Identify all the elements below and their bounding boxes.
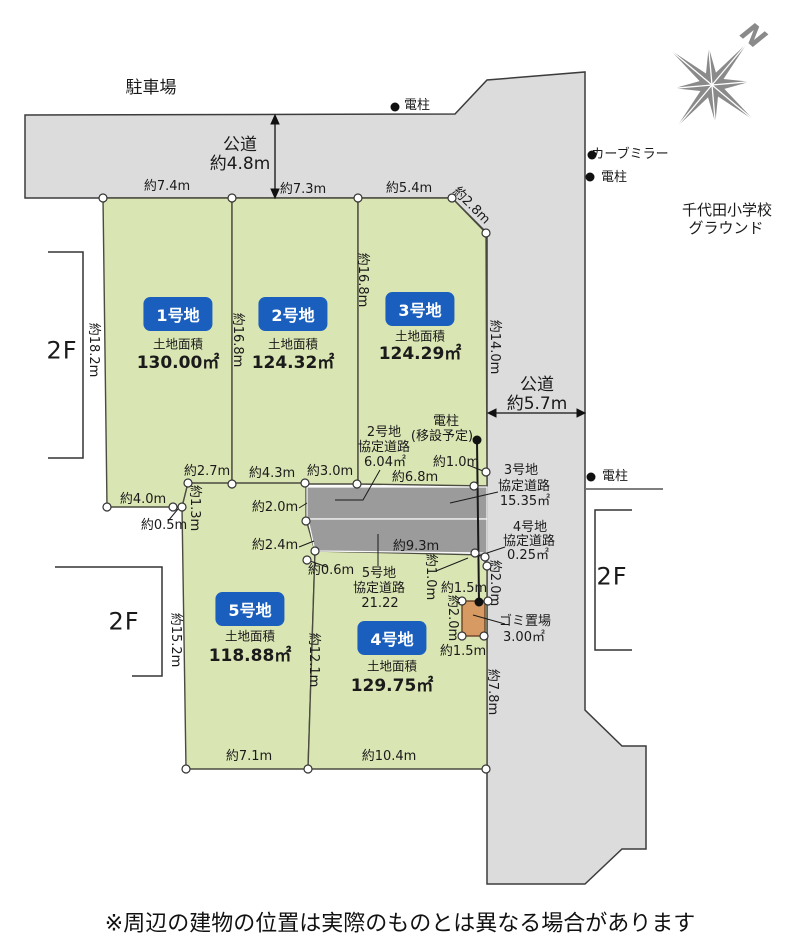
dim-top-w3: 約5.4m — [385, 181, 433, 197]
dim-plot4-r3: 約1.0m — [422, 553, 438, 601]
dim-pole-gap: 約1.0m — [432, 455, 480, 471]
plot3-area-label: 土地面積 — [394, 328, 446, 344]
dim-trash-w1: 約1.5m — [440, 581, 488, 597]
plot5-badge: 5号地 — [215, 592, 285, 626]
pole-relocate-label-line2: (移設予定) — [410, 429, 474, 445]
plot3-shape — [357, 197, 488, 487]
kyotei3-area: 15.35㎡ — [499, 494, 551, 510]
kyotei-road-upper-strip — [306, 486, 488, 520]
parking-label: 駐車場 — [125, 78, 177, 99]
curve-mirror-label: カーブミラー — [591, 147, 669, 163]
dim-plot1-left: 約18.2m — [85, 322, 101, 378]
plot2-area-label: 土地面積 — [267, 336, 319, 352]
kyotei4-area: 0.25㎡ — [507, 548, 549, 564]
plot3-badge: 3号地 — [385, 292, 455, 326]
plot5-area-label: 土地面積 — [224, 628, 276, 644]
compass-rose-icon — [669, 42, 755, 128]
dim-plot4-r1: 約2.0m — [486, 559, 502, 607]
dim-div-5-4: 約12.1m — [305, 632, 321, 688]
dim-plot5-bottom: 約7.1m — [225, 749, 273, 765]
kyotei3-type: 協定道路 — [497, 479, 551, 495]
dim-plot1-b1: 約2.7m — [183, 464, 231, 480]
kyotei4-type: 協定道路 — [502, 534, 556, 550]
school-label-line1: 千代田小学校 — [681, 201, 773, 220]
building-left-upper-label: 2F — [46, 336, 78, 365]
dim-plot5-left: 約15.2m — [167, 612, 183, 668]
dim-div-2-3: 約16.8m — [354, 252, 370, 308]
plot4-area-value: 129.75㎡ — [350, 676, 434, 697]
dim-div-1-2: 約16.8m — [229, 312, 245, 368]
trash-name-label: ゴミ置場 — [498, 614, 552, 630]
dim-top-w1: 約7.4m — [143, 179, 191, 195]
road-right-width-arrow — [486, 408, 587, 418]
plot4-badge: 4号地 — [357, 621, 427, 655]
dim-plot1-l2: 約0.5m — [140, 518, 188, 534]
building-right-label: 2F — [596, 562, 628, 591]
pole-relocation-line — [476, 440, 480, 602]
plot4-area-label: 土地面積 — [366, 658, 418, 674]
kyotei5-area: 21.22 — [361, 596, 399, 612]
dim-strip-len: 約9.3m — [392, 539, 440, 555]
road-right-name: 公道 — [520, 375, 554, 396]
road-top-width-arrow — [270, 113, 280, 200]
pole-top-label: 電柱 — [403, 98, 431, 114]
plot1-badge: 1号地 — [143, 297, 213, 331]
plot2-badge: 2号地 — [258, 297, 328, 331]
dim-plot2-b2: 約3.0m — [306, 464, 354, 480]
pole-right-mid-label: 電柱 — [601, 469, 629, 485]
pole-relocate-label-line1: 電柱 — [432, 414, 460, 430]
dim-strip-h1: 約2.0m — [251, 500, 299, 516]
kyotei2-area: 6.04㎡ — [364, 455, 406, 471]
dim-plot1-l3: 約1.3m — [186, 484, 202, 532]
kyotei3-name: 3号地 — [503, 463, 539, 479]
kyotei4-name: 4号地 — [512, 520, 548, 536]
pole-right-upper-label: 電柱 — [600, 170, 628, 186]
road-right-width: 約5.7m — [506, 394, 568, 415]
kyotei5-type: 協定道路 — [352, 581, 406, 597]
trash-area-label: 3.00㎡ — [503, 630, 545, 646]
building-left-lower-outline — [55, 566, 163, 677]
footer-note: ※周辺の建物の位置は実際のものとは異なる場合があります — [104, 911, 696, 937]
road-top-name: 公道 — [223, 135, 257, 156]
building-left-lower-label: 2F — [108, 607, 140, 636]
dim-strip-off: 約0.6m — [307, 563, 355, 579]
dim-plot2-b1: 約4.3m — [248, 466, 296, 482]
dim-top-w2: 約7.3m — [279, 182, 327, 198]
plot5-shape — [181, 482, 316, 770]
dim-plot1-l1: 約4.0m — [119, 492, 167, 508]
plot1-area-value: 130.00㎡ — [136, 353, 220, 374]
kyotei2-name: 2号地 — [366, 425, 402, 441]
building-right-outline — [594, 509, 632, 651]
dim-plot3-right: 約14.0m — [486, 319, 502, 375]
dim-trash-w2: 約1.5m — [439, 644, 487, 660]
plot5-area-value: 118.88㎡ — [208, 646, 292, 667]
dim-strip-h2: 約2.4m — [251, 538, 299, 554]
survey-point-markers — [98, 193, 493, 774]
utility-pole-dots — [390, 102, 597, 607]
road-top-width: 約4.8m — [209, 154, 271, 175]
plot3-area-value: 124.29㎡ — [378, 344, 462, 365]
plot1-area-label: 土地面積 — [152, 336, 204, 352]
kyotei2-type: 協定道路 — [357, 440, 411, 456]
plot2-area-value: 124.32㎡ — [251, 353, 335, 374]
dim-plot4-bottom: 約10.4m — [361, 749, 417, 765]
dim-trash-h: 約2.0m — [444, 594, 460, 642]
trash-area-shape — [461, 600, 486, 637]
kyotei5-name: 5号地 — [361, 566, 397, 582]
dim-plot3-b1: 約6.8m — [391, 470, 439, 486]
building-left-upper-outline — [48, 251, 84, 459]
dim-plot4-r2: 約7.8m — [484, 668, 500, 716]
school-label-line2: グラウンド — [688, 219, 764, 238]
